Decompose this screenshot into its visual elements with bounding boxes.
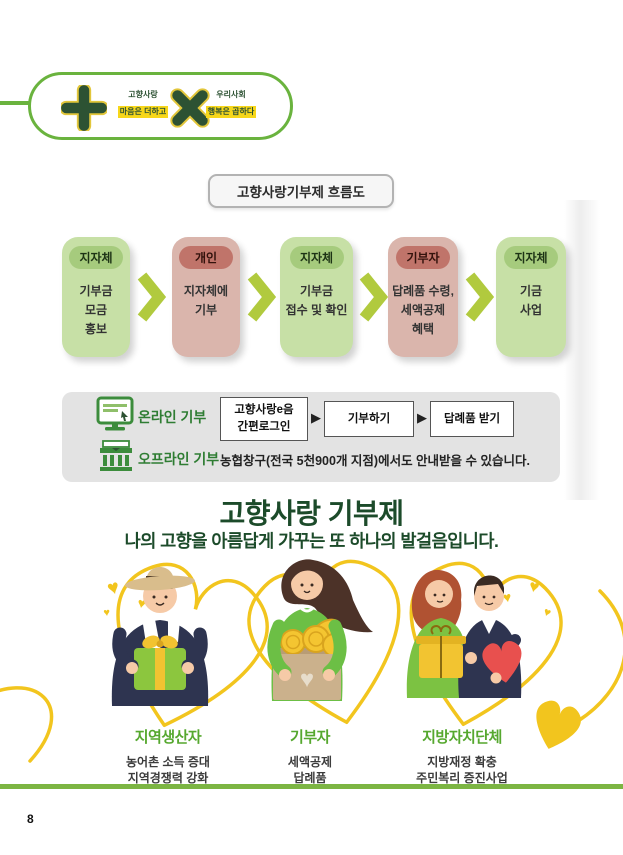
logo-left-bottom: 마음은 더하고 [117,106,169,118]
plus-icon [61,85,107,131]
arrow-right-icon: ▶ [417,410,427,425]
benefit-lines: 지방재정 확충 주민복리 증진사업 [416,755,508,785]
bank-icon [100,440,132,471]
flow-step-body: 기금 사업 [519,284,543,318]
bottom-divider-line [0,784,623,789]
flow-step-5: 지자체 기금 사업 [496,237,566,357]
benefit-lines: 농어촌 소득 증대 지역경쟁력 강화 [126,755,210,785]
flow-chevron-icon [359,272,388,322]
flow-step-body: 기부금 접수 및 확인 [285,284,348,318]
logo-left-text: 고향사랑 마음은 더하고 [112,90,174,120]
corner-heart-icon [536,700,581,749]
benefit-name: 지방자치단체 [422,729,502,746]
benefit-lines: 세액공제 답례품 [287,755,333,785]
svg-text:♥: ♥ [105,576,122,600]
logo-right-bottom: 행복은 곱하다 [205,106,257,118]
flow-step-body: 지자체에 기부 [183,284,229,318]
flow-chevron-icon [247,272,276,322]
page-crease-shadow [564,200,600,500]
donor-illustration: ♥ [267,559,373,701]
producer-illustration [111,567,209,706]
benefit-name: 지역생산자 [134,729,202,746]
logo-left-top: 고향사랑 [128,90,158,99]
flow-step-4: 기부자 답례품 수령, 세액공제 혜택 [388,237,458,357]
svg-text:♥: ♥ [542,604,553,620]
offline-donation-description: 농협창구(전국 5천900개 지점)에서도 안내받을 수 있습니다. [220,454,530,468]
offline-donation-label: 오프라인 기부 [138,451,220,467]
flow-step-actor: 지자체 [289,246,344,269]
donation-guide-panel: 온라인 기부 고향사랑e음 간편로그인 ▶ 기부하기 ▶ 답례품 받기 오프라인… [62,392,560,482]
flow-step-actor: 지자체 [504,246,558,269]
flow-step-3: 지자체 기부금 접수 및 확인 [280,237,353,357]
arrow-right-icon: ▶ [311,410,321,425]
online-step-login: 고향사랑e음 간편로그인 [220,397,308,441]
benefit-producer: 지역생산자 농어촌 소득 증대 지역경쟁력 강화 [66,726,270,786]
monitor-icon [96,396,134,431]
svg-text:♥: ♥ [527,576,541,597]
benefit-government: 지방자치단체 지방재정 확충 주민복리 증진사업 [360,726,564,786]
benefit-name: 기부자 [290,729,330,746]
multiply-icon [170,88,210,128]
flow-step-2: 개인 지자체에 기부 [172,237,240,357]
page-subtitle: 나의 고향을 아름답게 가꾸는 또 하나의 발걸음입니다. [124,531,499,551]
flow-chevron-icon [137,272,166,322]
svg-text:♥: ♥ [136,594,147,611]
page-title: 고향사랑 기부제 [219,498,404,529]
flow-step-actor: 개인 [179,246,233,269]
flow-step-1: 지자체 기부금 모금 홍보 [62,237,130,357]
flowchart-title: 고향사랑기부제 흐름도 [208,174,394,208]
flow-step-actor: 기부자 [396,246,450,269]
logo-right-top: 우리사회 [216,90,246,99]
online-step-donate: 기부하기 [324,401,414,437]
logo-connector-line [0,101,33,105]
benefit-donor: 기부자 세액공제 답례품 [208,726,412,786]
online-donation-label: 온라인 기부 [138,409,207,425]
online-step-gift: 답례품 받기 [430,401,514,437]
flow-step-actor: 지자체 [69,246,123,269]
campaign-logo: 고향사랑 마음은 더하고 우리사회 행복은 곱하다 [28,72,293,140]
government-illustration [406,569,522,698]
svg-text:♥: ♥ [103,607,111,620]
svg-text:♥: ♥ [502,588,513,605]
flow-step-body: 기부금 모금 홍보 [79,284,113,337]
flow-chevron-icon [465,272,494,322]
logo-right-text: 우리사회 행복은 곱하다 [200,90,262,120]
illustration: ♥ ♥ ♥ ♥ ♥ ♥ ♥ [0,559,623,763]
svg-text:♥: ♥ [300,666,314,693]
flow-step-body: 답례품 수령, 세액공제 혜택 [392,284,454,337]
page-number: 8 [27,812,34,826]
